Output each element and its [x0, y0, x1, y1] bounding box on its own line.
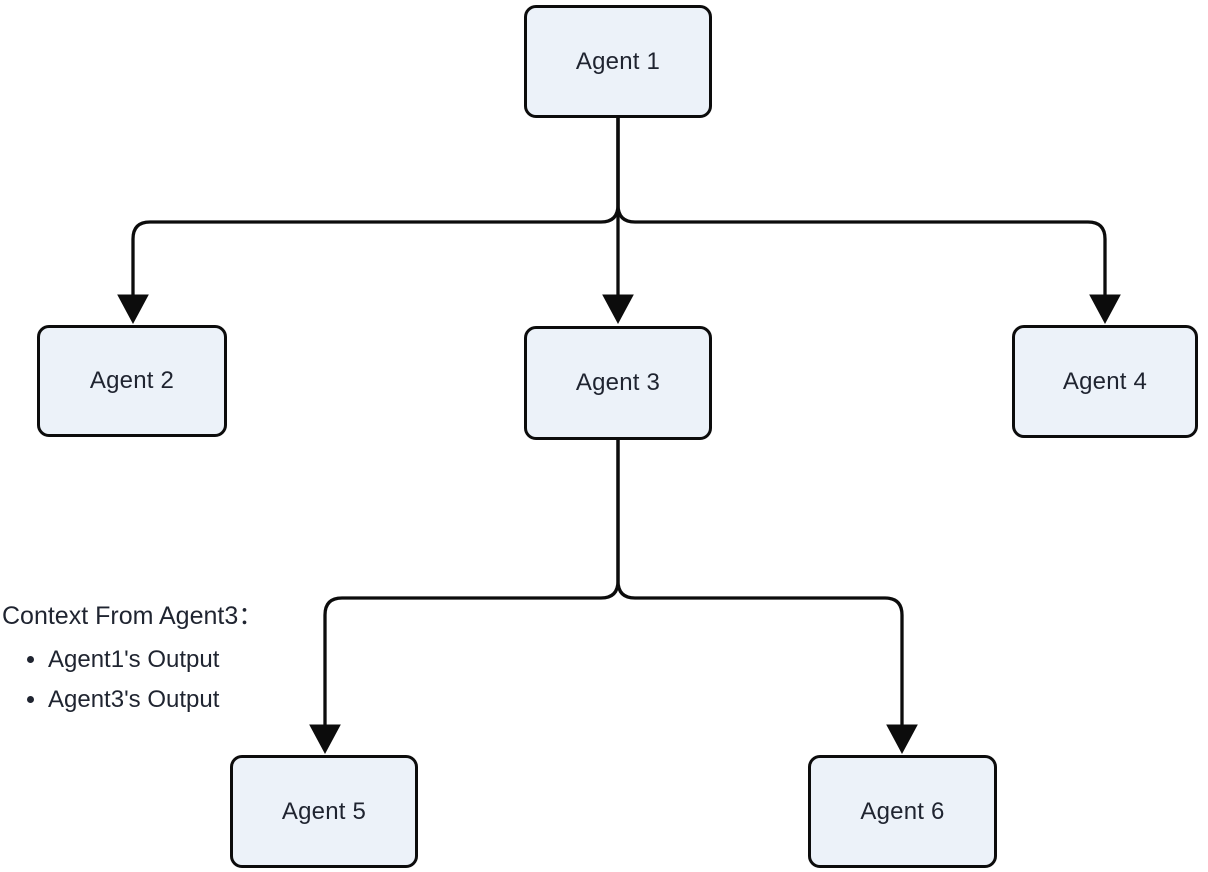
node-agent6-label: Agent 6 [860, 797, 945, 825]
annotation-title: Context From Agent3： [2, 602, 264, 630]
node-agent2: Agent 2 [37, 325, 227, 437]
node-agent3: Agent 3 [524, 326, 712, 440]
node-agent2-label: Agent 2 [89, 367, 175, 394]
node-agent1: Agent 1 [524, 5, 712, 118]
arrowhead-agent4 [1089, 294, 1121, 325]
annotation-item: Agent3's Output [48, 680, 302, 720]
node-agent6: Agent 6 [808, 755, 997, 868]
arrowhead-agent5 [309, 724, 341, 755]
context-annotation: Context From Agent3： Agent1's Output Age… [2, 598, 302, 720]
node-agent5: Agent 5 [230, 755, 418, 868]
node-agent1-label: Agent 1 [575, 47, 661, 75]
annotation-list: Agent1's Output Agent3's Output [2, 640, 302, 720]
annotation-item: Agent1's Output [48, 640, 302, 680]
node-agent4: Agent 4 [1012, 325, 1198, 438]
edge-agent1-agent4 [616, 118, 1107, 296]
node-agent3-label: Agent 3 [575, 369, 661, 396]
edge-agent3-agent6 [616, 440, 904, 726]
arrowhead-agent2 [117, 294, 149, 325]
node-agent5-label: Agent 5 [281, 797, 367, 825]
arrowhead-agent6 [886, 724, 918, 755]
node-agent4-label: Agent 4 [1062, 367, 1148, 395]
edge-agent1-agent2 [131, 118, 620, 296]
arrowhead-agent3 [602, 294, 634, 325]
edge-agent3-agent5 [323, 440, 620, 726]
